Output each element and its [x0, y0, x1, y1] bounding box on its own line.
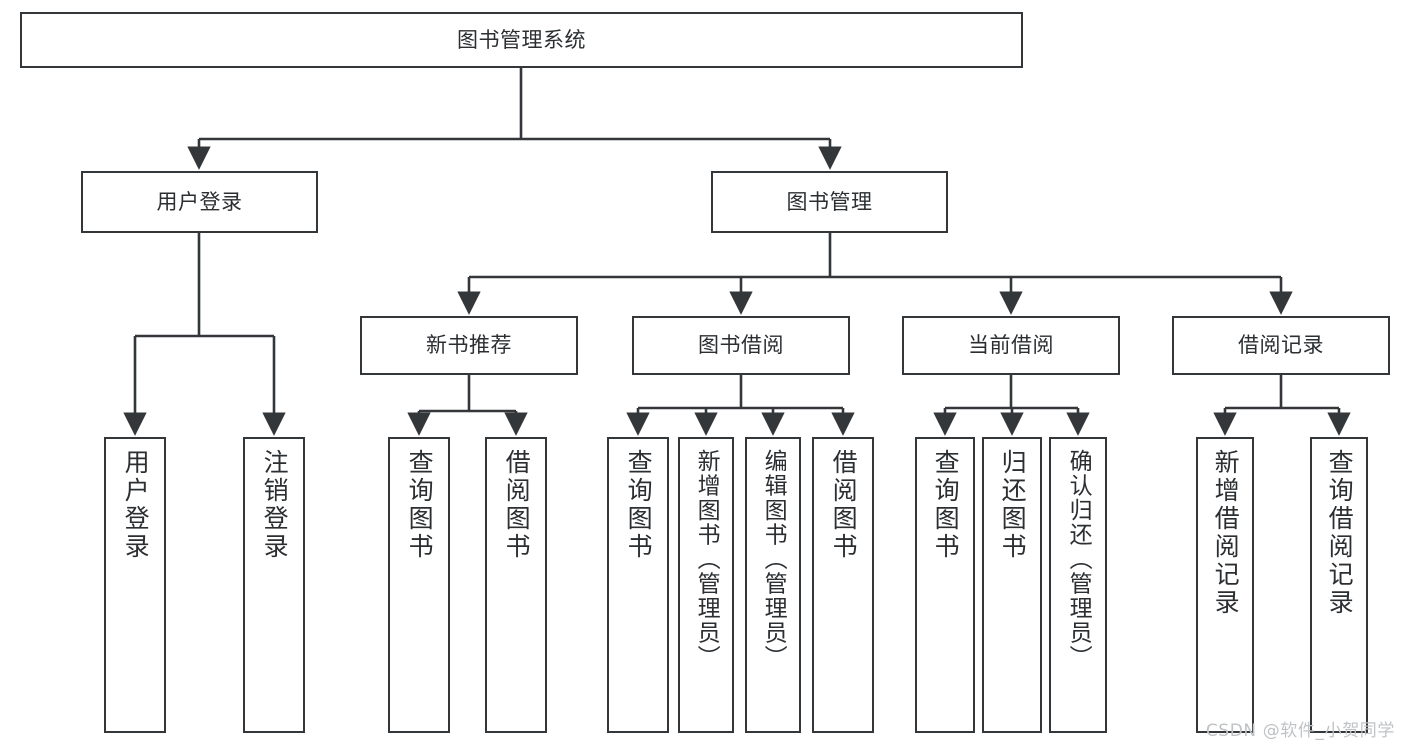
node-root-label: 图书管理系统 — [457, 27, 586, 52]
node-leaf-logout-label: 注销登录 — [260, 449, 290, 561]
node-leaf-user-login[interactable]: 用户登录 — [104, 437, 166, 733]
node-leaf-return-book[interactable]: 归还图书 — [982, 437, 1042, 733]
node-leaf-add-record[interactable]: 新增借阅记录 — [1196, 437, 1254, 733]
node-leaf-add-record-label: 新增借阅记录 — [1211, 449, 1241, 617]
node-leaf-confirm-return[interactable]: 确认归还（管理员） — [1049, 437, 1107, 733]
node-leaf-user-login-label: 用户登录 — [121, 449, 151, 561]
node-leaf-add-book-label: 新增图书（管理员） — [693, 449, 720, 670]
node-leaf-borrow-book-2[interactable]: 借阅图书 — [812, 437, 874, 733]
node-leaf-query-record[interactable]: 查询借阅记录 — [1310, 437, 1368, 733]
node-new-book-recommend[interactable]: 新书推荐 — [360, 316, 578, 375]
node-book-manage-label: 图书管理 — [786, 189, 873, 214]
node-leaf-edit-book-label: 编辑图书（管理员） — [760, 449, 787, 670]
node-leaf-borrow-book-1[interactable]: 借阅图书 — [485, 437, 547, 733]
node-leaf-borrow-book-1-label: 借阅图书 — [502, 449, 532, 561]
node-leaf-return-book-label: 归还图书 — [998, 449, 1028, 561]
node-leaf-query-book-2-label: 查询图书 — [624, 449, 654, 561]
node-current-borrow-label: 当前借阅 — [968, 333, 1054, 358]
node-user-login[interactable]: 用户登录 — [81, 171, 318, 233]
node-book-borrow[interactable]: 图书借阅 — [632, 316, 850, 375]
node-borrow-record[interactable]: 借阅记录 — [1172, 316, 1390, 375]
node-leaf-query-book-3[interactable]: 查询图书 — [915, 437, 975, 733]
node-leaf-query-book-3-label: 查询图书 — [931, 449, 961, 561]
node-current-borrow[interactable]: 当前借阅 — [902, 316, 1120, 375]
node-leaf-query-book-1-label: 查询图书 — [405, 449, 435, 561]
node-leaf-logout[interactable]: 注销登录 — [243, 437, 305, 733]
node-leaf-confirm-return-label: 确认归还（管理员） — [1065, 449, 1092, 670]
node-leaf-query-book-2[interactable]: 查询图书 — [607, 437, 669, 733]
node-new-book-recommend-label: 新书推荐 — [426, 333, 512, 358]
node-book-borrow-label: 图书借阅 — [698, 333, 784, 358]
node-leaf-borrow-book-2-label: 借阅图书 — [829, 449, 859, 561]
watermark: CSDN @软件_小贺同学 — [1205, 721, 1395, 741]
node-borrow-record-label: 借阅记录 — [1238, 333, 1324, 358]
node-leaf-query-record-label: 查询借阅记录 — [1325, 449, 1355, 617]
node-root[interactable]: 图书管理系统 — [20, 12, 1023, 68]
node-leaf-query-book-1[interactable]: 查询图书 — [388, 437, 450, 733]
node-leaf-add-book[interactable]: 新增图书（管理员） — [678, 437, 734, 733]
node-user-login-label: 用户登录 — [156, 189, 243, 214]
node-book-manage[interactable]: 图书管理 — [711, 171, 948, 233]
node-leaf-edit-book[interactable]: 编辑图书（管理员） — [745, 437, 801, 733]
